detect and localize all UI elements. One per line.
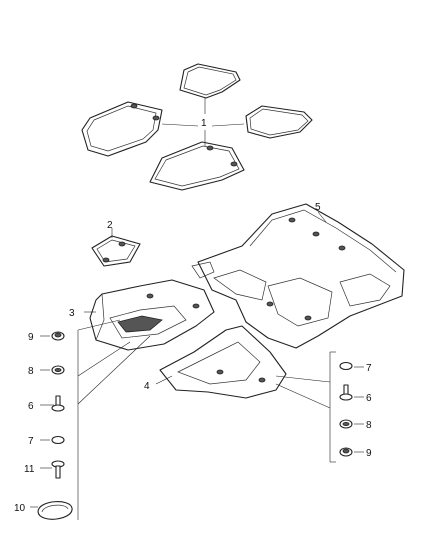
left-hardware-bracket <box>77 319 151 520</box>
callout-2: 2 <box>107 220 113 231</box>
push-pin-9-right <box>339 447 353 457</box>
screw-11 <box>51 460 65 479</box>
callout-6-left: 6 <box>28 401 34 412</box>
callout-9-left: 9 <box>28 332 34 343</box>
silencer-pad <box>91 228 141 267</box>
callout-11: 11 <box>24 464 35 475</box>
floor-mat-rear-right <box>149 141 245 191</box>
floor-mat-rear-left <box>81 101 163 157</box>
floor-panel-left <box>84 279 215 351</box>
right-hardware-bracket <box>275 351 336 463</box>
callout-1: 1 <box>201 118 207 129</box>
floor-mat-front-right <box>245 105 313 139</box>
grommet-8-left <box>51 365 65 375</box>
callout-7-right: 7 <box>366 363 372 374</box>
push-pin-9-left <box>51 331 65 341</box>
callout-3: 3 <box>69 308 75 319</box>
plug-10 <box>37 501 73 520</box>
washer-7-left <box>51 435 65 445</box>
stud-6-right <box>339 384 353 401</box>
grommet-8-right <box>339 419 353 429</box>
callout-10: 10 <box>14 503 26 514</box>
callout-9-right: 9 <box>366 448 372 459</box>
right-leader-lines <box>354 366 364 453</box>
callout-6-right: 6 <box>366 393 372 404</box>
stud-6-left <box>51 395 65 412</box>
floor-mat-front-left <box>179 63 241 99</box>
left-leader-lines <box>30 335 54 508</box>
callout-7-left: 7 <box>28 436 34 447</box>
leader-lines-1 <box>161 98 245 146</box>
callout-8-right: 8 <box>366 420 372 431</box>
carpet-main <box>191 203 405 349</box>
washer-7-right <box>339 361 353 371</box>
callout-5: 5 <box>315 202 321 213</box>
callout-8-left: 8 <box>28 366 34 377</box>
callout-4: 4 <box>144 381 150 392</box>
floor-panel-right <box>155 325 287 399</box>
